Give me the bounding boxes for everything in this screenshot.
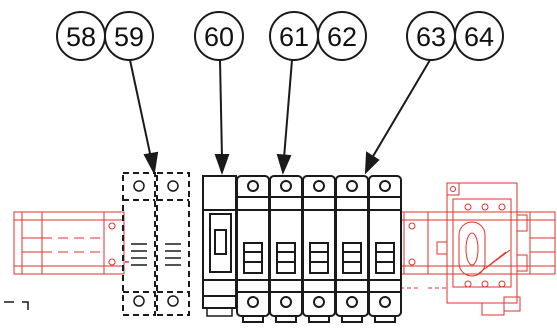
callout-bubble-64 [454,11,504,61]
corner-crop-mark [4,301,29,310]
callout-bubble-59 [104,11,154,61]
callout-bubble-62 [317,11,367,61]
terminal-module-64 [335,175,369,323]
callout-bubble-60 [194,11,244,61]
leader-61-62 [283,59,293,159]
callout-label-58: 58 [66,22,96,52]
callout-label-62: 62 [327,22,357,52]
arrowhead-61-62 [276,153,292,175]
module-59-dashed [156,172,190,316]
leader-63-64 [371,59,431,159]
callout-label-59: 59 [114,22,144,52]
module-58-59-details [125,180,181,307]
callout-label-60: 60 [204,22,234,52]
din-rail [13,182,556,316]
terminal-module-63 [302,175,336,323]
callout-label-63: 63 [416,22,446,52]
module-58-dashed [122,172,156,316]
arrowhead-63-64 [364,151,380,175]
terminal-module-61 [236,175,270,323]
leader-58-59 [129,59,152,159]
leader-lines [129,59,431,176]
arrowhead-60 [214,154,230,176]
arrowhead-58-59 [143,151,159,176]
callout-label-61: 61 [279,22,309,52]
leader-60 [219,59,223,159]
terminal-module-65 [368,175,402,323]
terminal-module-62 [269,175,303,323]
callout-label-64: 64 [464,22,494,52]
module-60 [202,175,237,317]
